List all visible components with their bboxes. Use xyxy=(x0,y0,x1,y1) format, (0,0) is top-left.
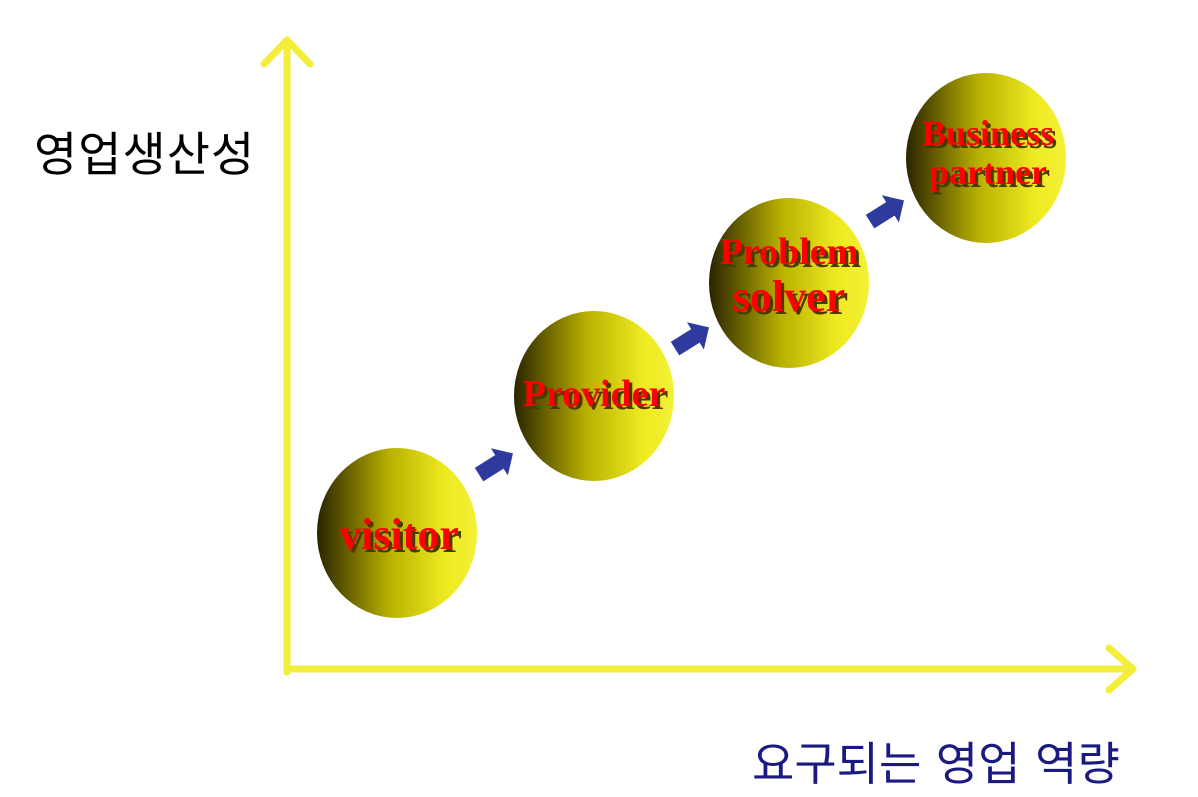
block-arrow-icon xyxy=(474,448,513,482)
stage-label-provider: Provider xyxy=(509,373,679,415)
x-axis xyxy=(283,644,1137,694)
stage-label-line: Problem xyxy=(719,231,859,273)
stage-label-line: visitor xyxy=(339,510,459,559)
x-axis-arrowhead-icon xyxy=(1105,644,1137,694)
stage-label-line: partner xyxy=(929,151,1047,192)
stage-circle-problem-solver xyxy=(709,198,869,368)
stage-label-problem-solver: Problem solver xyxy=(703,231,875,322)
stage-circle-visitor xyxy=(317,448,477,618)
stage-circle-provider xyxy=(514,311,674,481)
stage-label-line: Provider xyxy=(522,373,666,415)
block-arrow-icon xyxy=(670,322,709,356)
stage-label-line: Business xyxy=(921,113,1055,153)
stage-circle-business-partner xyxy=(906,73,1066,243)
y-axis-arrowhead-icon xyxy=(260,36,314,68)
x-axis-label: 요구되는 영업 역량 xyxy=(752,737,1120,791)
block-arrow-icon xyxy=(865,195,904,229)
y-axis xyxy=(260,36,314,676)
stage-label-visitor: visitor xyxy=(318,511,480,559)
stage-label-line: solver xyxy=(732,272,846,322)
stage-label-business-partner: Business partner xyxy=(900,114,1076,192)
y-axis-label: 영업생산성 xyxy=(34,128,256,183)
